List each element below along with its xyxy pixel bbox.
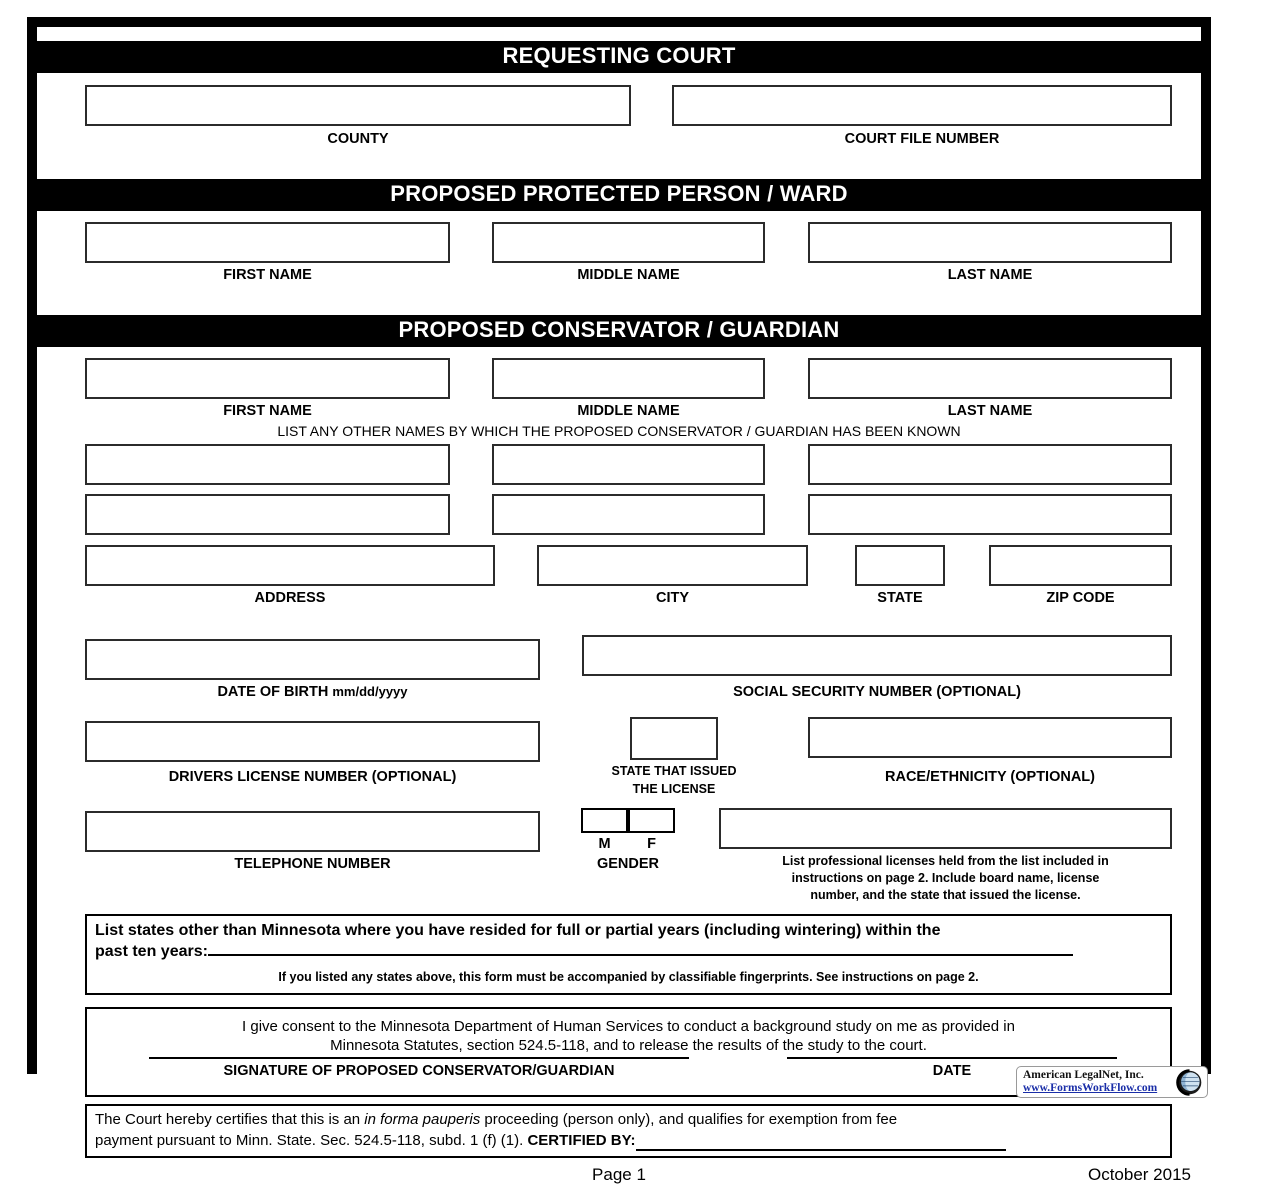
conservator-middle-name-label: MIDDLE NAME — [577, 403, 680, 419]
ifp-text-a: The Court hereby certifies that this is … — [95, 1111, 365, 1128]
race-ethnicity-input[interactable] — [808, 717, 1172, 758]
alias-2-first-input[interactable] — [85, 494, 450, 535]
alias-1-first-input[interactable] — [85, 444, 450, 485]
page-footer: Page 1 October 2015 — [37, 1165, 1201, 1191]
date-of-birth-label-main: DATE OF BIRTH — [217, 684, 329, 700]
page-number: Page 1 — [592, 1165, 646, 1184]
section-body-requesting-court: COUNTY COURT FILE NUMBER — [37, 73, 1201, 179]
gender-label: GENDER — [596, 856, 660, 872]
consent-text: I give consent to the Minnesota Departme… — [87, 1009, 1170, 1055]
city-label: CITY — [655, 590, 690, 606]
conservator-first-name-label: FIRST NAME — [223, 403, 312, 419]
telephone-number-input[interactable] — [85, 811, 540, 852]
telephone-number-label: TELEPHONE NUMBER — [234, 856, 391, 872]
alias-1-last-input[interactable] — [808, 444, 1172, 485]
professional-licenses-note-line3: number, and the state that issued the li… — [810, 888, 1081, 902]
license-issuing-state-label-line1: STATE THAT ISSUED — [611, 764, 737, 778]
professional-licenses-note-line2: instructions on page 2. Include board na… — [791, 871, 1100, 885]
ward-first-name-label: FIRST NAME — [223, 267, 312, 283]
court-file-number-label: COURT FILE NUMBER — [844, 131, 1000, 147]
other-names-note: LIST ANY OTHER NAMES BY WHICH THE PROPOS… — [277, 423, 961, 439]
date-of-birth-input[interactable] — [85, 639, 540, 680]
conservator-last-name-label: LAST NAME — [947, 403, 1033, 419]
signature-date-label: DATE — [932, 1063, 972, 1079]
ward-middle-name-input[interactable] — [492, 222, 765, 263]
state-input[interactable] — [855, 545, 945, 586]
residency-footnote: If you listed any states above, this for… — [278, 970, 979, 984]
section-header-conservator-guardian: PROPOSED CONSERVATOR / GUARDIAN — [37, 315, 1201, 347]
residency-prompt: List states other than Minnesota where y… — [87, 916, 1170, 962]
state-label: STATE — [877, 590, 923, 606]
license-issuing-state-label-line2: THE LICENSE — [632, 782, 716, 796]
gender-female-checkbox[interactable] — [628, 808, 675, 833]
court-file-number-input[interactable] — [672, 85, 1172, 126]
zip-code-label: ZIP CODE — [1046, 590, 1115, 606]
drivers-license-number-label: DRIVERS LICENSE NUMBER (OPTIONAL) — [168, 769, 457, 785]
in-forma-pauperis-block: The Court hereby certifies that this is … — [85, 1104, 1172, 1158]
race-ethnicity-label: RACE/ETHNICITY (OPTIONAL) — [885, 769, 1095, 785]
certified-by-line[interactable] — [635, 1135, 1006, 1151]
alias-1-middle-input[interactable] — [492, 444, 765, 485]
conservator-first-name-input[interactable] — [85, 358, 450, 399]
top-spacer — [37, 27, 1201, 41]
drivers-license-number-input[interactable] — [85, 721, 540, 762]
section-header-requesting-court: REQUESTING COURT — [37, 41, 1201, 73]
form-page: REQUESTING COURT COUNTY COURT FILE NUMBE… — [27, 17, 1211, 1184]
ward-last-name-label: LAST NAME — [947, 267, 1033, 283]
county-label: COUNTY — [327, 131, 389, 147]
revision-date: October 2015 — [1087, 1165, 1191, 1184]
consent-text-line2: Minnesota Statutes, section 524.5-118, a… — [330, 1037, 927, 1054]
professional-licenses-note-line1: List professional licenses held from the… — [782, 854, 1109, 868]
section-body-protected-person: FIRST NAME MIDDLE NAME LAST NAME — [37, 211, 1201, 315]
gender-male-label: M — [598, 836, 611, 852]
city-input[interactable] — [537, 545, 808, 586]
gender-male-checkbox[interactable] — [581, 808, 628, 833]
signature-line[interactable] — [149, 1057, 689, 1059]
professional-licenses-note: List professional licenses held from the… — [719, 853, 1172, 904]
professional-licenses-input[interactable] — [719, 808, 1172, 849]
date-of-birth-format-hint: mm/dd/yyyy — [332, 684, 408, 699]
certified-by-label: CERTIFIED BY: — [527, 1132, 636, 1149]
residency-states-fill-line[interactable] — [207, 941, 1073, 956]
signature-date-line[interactable] — [787, 1057, 1117, 1059]
watermark-website-link[interactable]: www.FormsWorkFlow.com — [1023, 1082, 1158, 1094]
alias-2-last-input[interactable] — [808, 494, 1172, 535]
license-issuing-state-input[interactable] — [630, 717, 718, 760]
signature-row: SIGNATURE OF PROPOSED CONSERVATOR/GUARDI… — [87, 1049, 1170, 1091]
globe-icon — [1176, 1069, 1202, 1096]
section-body-conservator-guardian: FIRST NAME MIDDLE NAME LAST NAME LIST AN… — [37, 347, 1201, 1184]
residency-prompt-line1: List states other than Minnesota where y… — [95, 922, 941, 939]
form-inner-area: REQUESTING COURT COUNTY COURT FILE NUMBE… — [37, 27, 1201, 1184]
residency-states-block: List states other than Minnesota where y… — [85, 914, 1172, 995]
consent-block: I give consent to the Minnesota Departme… — [85, 1007, 1172, 1097]
gender-female-label: F — [647, 836, 656, 852]
ifp-text-b: proceeding (person only), and qualifies … — [480, 1111, 898, 1128]
consent-text-line1: I give consent to the Minnesota Departme… — [242, 1018, 1015, 1035]
form-outer-frame: REQUESTING COURT COUNTY COURT FILE NUMBE… — [27, 17, 1211, 1184]
american-legalnet-watermark: American LegalNet, Inc. www.FormsWorkFlo… — [1016, 1066, 1208, 1098]
county-input[interactable] — [85, 85, 631, 126]
conservator-last-name-input[interactable] — [808, 358, 1172, 399]
social-security-number-input[interactable] — [582, 635, 1172, 676]
ward-last-name-input[interactable] — [808, 222, 1172, 263]
date-of-birth-label: DATE OF BIRTH mm/dd/yyyy — [85, 684, 540, 700]
social-security-number-label: SOCIAL SECURITY NUMBER (OPTIONAL) — [733, 684, 1021, 700]
zip-code-input[interactable] — [989, 545, 1172, 586]
address-label: ADDRESS — [254, 590, 326, 606]
signature-label: SIGNATURE OF PROPOSED CONSERVATOR/GUARDI… — [223, 1063, 615, 1079]
ifp-text-c: payment pursuant to Minn. State. Sec. 52… — [95, 1132, 528, 1149]
ward-first-name-input[interactable] — [85, 222, 450, 263]
conservator-middle-name-input[interactable] — [492, 358, 765, 399]
residency-prompt-line2: past ten years: — [95, 943, 208, 960]
section-header-protected-person: PROPOSED PROTECTED PERSON / WARD — [37, 179, 1201, 211]
ward-middle-name-label: MIDDLE NAME — [577, 267, 680, 283]
address-input[interactable] — [85, 545, 495, 586]
watermark-company-name: American LegalNet, Inc. — [1023, 1069, 1144, 1081]
alias-2-middle-input[interactable] — [492, 494, 765, 535]
ifp-italic-phrase: in forma pauperis — [364, 1111, 481, 1128]
in-forma-pauperis-text: The Court hereby certifies that this is … — [87, 1106, 1170, 1151]
